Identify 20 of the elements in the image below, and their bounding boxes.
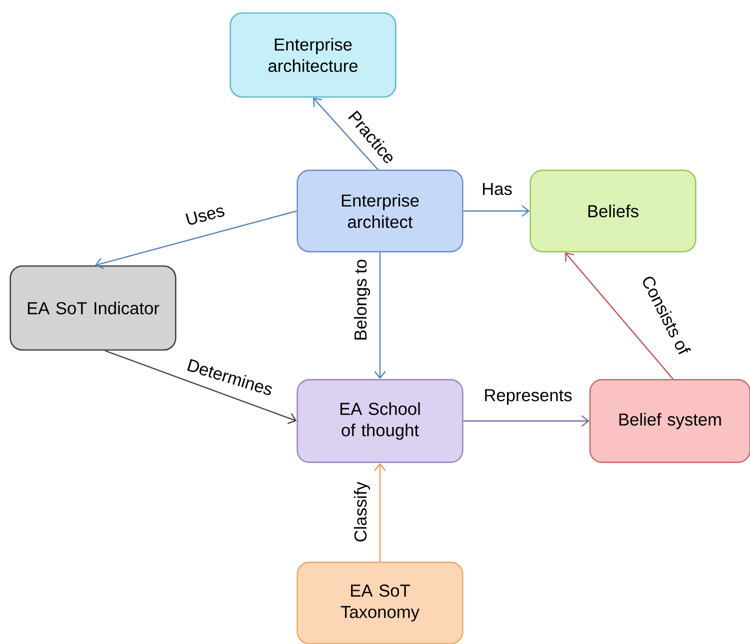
arrow: [463, 415, 590, 427]
concept-box: Beliefs: [530, 170, 696, 252]
concept-box: Belief system: [589, 379, 750, 464]
arrow: [95, 210, 297, 270]
arrow: [463, 205, 530, 217]
concept-box: Enterprise architecture: [230, 12, 396, 98]
arrow: [565, 252, 674, 380]
edge-label: Classify: [352, 480, 372, 544]
edge-label: Uses: [182, 202, 228, 228]
edge-label: Represents: [482, 388, 574, 406]
concept-box: EA SoT Taxonomy: [296, 562, 464, 644]
edge-label: Belongs to: [352, 258, 372, 342]
concept-box: EA SoT Indicator: [10, 265, 176, 351]
concept-box: EA School of thought: [296, 379, 464, 464]
arrow: [374, 252, 386, 379]
arrow: [104, 350, 297, 424]
concept-box: Enterprise architect: [296, 170, 464, 252]
arrow: [313, 98, 378, 170]
arrow: [374, 463, 386, 562]
edge-label: Has: [480, 182, 514, 196]
